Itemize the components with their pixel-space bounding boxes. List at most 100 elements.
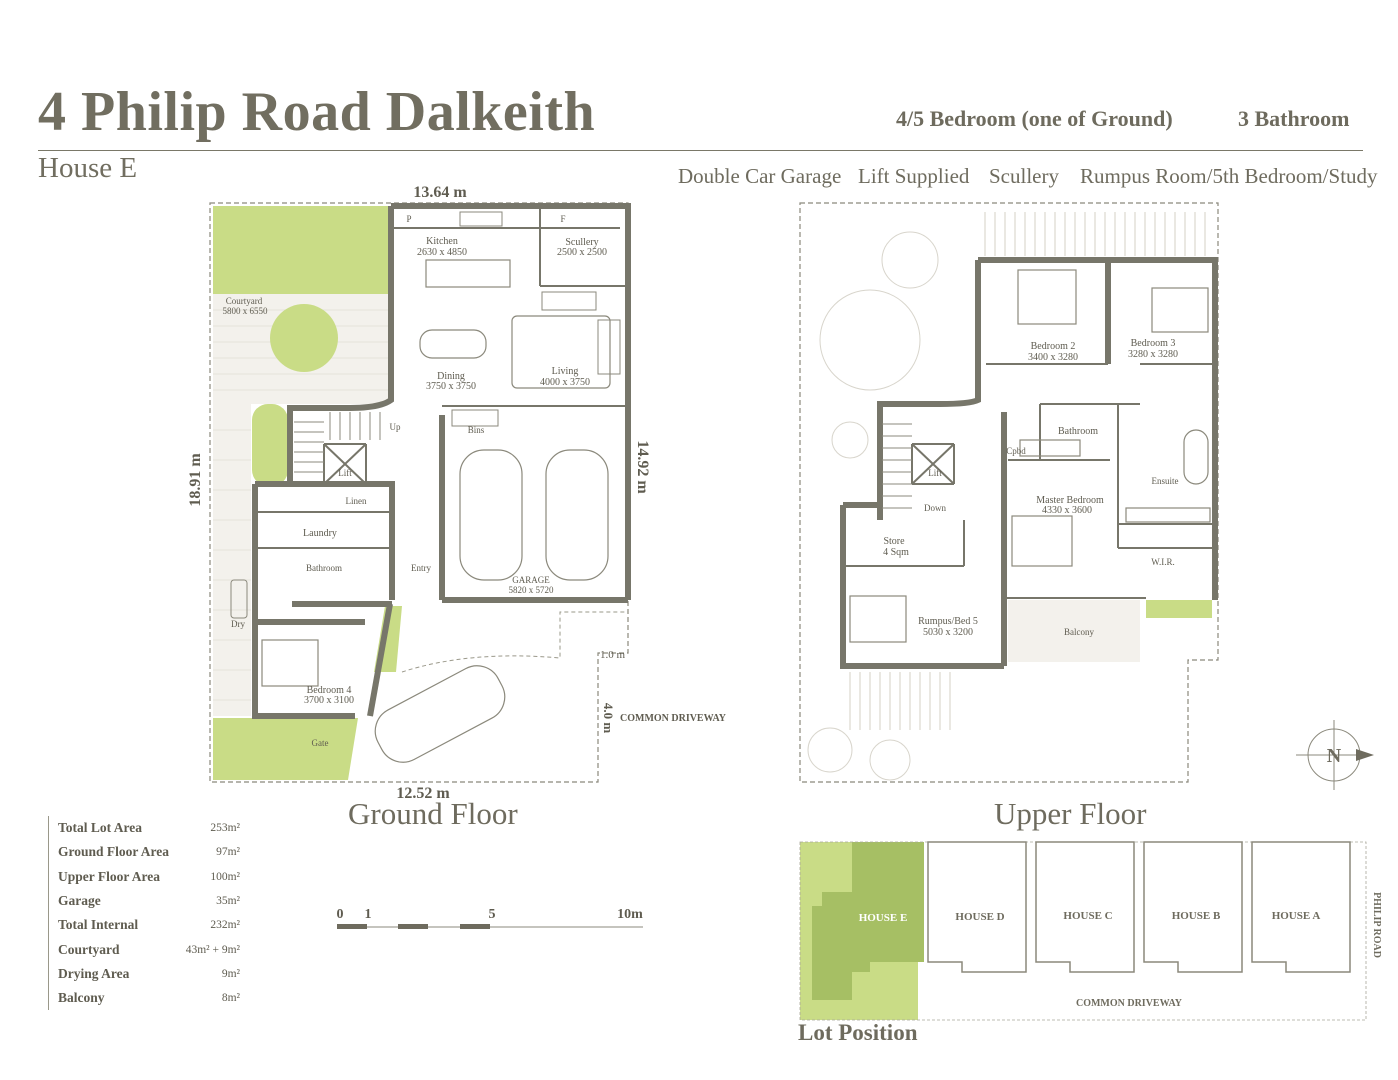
label-common-driveway: COMMON DRIVEWAY (620, 713, 727, 724)
cooktop (459, 211, 503, 227)
courtyard-garden (213, 206, 389, 294)
dim-setback-a: 1.0 m (600, 649, 626, 661)
area-value: 9m² (221, 967, 240, 980)
bedroom4-bed (261, 639, 319, 687)
area-value: 253m² (210, 822, 240, 835)
label-linen: Linen (346, 496, 367, 506)
scale-tick-1: 1 (365, 907, 372, 922)
room-bedroom4: Bedroom 4 (307, 685, 352, 696)
room-rumpus-size: 5030 x 3200 (923, 627, 973, 638)
room-scullery-size: 2500 x 2500 (557, 247, 607, 258)
scale-tick-5: 5 (489, 907, 496, 922)
label-gate: Gate (312, 738, 329, 748)
front-garden (213, 718, 358, 780)
room-bedroom3: Bedroom 3 (1131, 338, 1176, 349)
area-label: Garage (58, 893, 101, 909)
feature-garage: Double Car Garage (678, 164, 842, 188)
room-living-size: 4000 x 3750 (540, 377, 590, 388)
area-schedule: Total Lot Area 253m² Ground Floor Area 97m… (48, 816, 240, 1011)
area-label: Upper Floor Area (58, 868, 160, 884)
side-paving (213, 404, 251, 716)
ground-stairs (294, 412, 381, 473)
area-label: Ground Floor Area (58, 844, 170, 860)
room-kitchen-size: 2630 x 4850 (417, 247, 467, 258)
label-lift: Lift (338, 468, 352, 478)
dim-right: 14.92 m (634, 440, 651, 494)
room-bedroom3-size: 3280 x 3280 (1128, 349, 1178, 360)
area-value: 100m² (210, 870, 240, 883)
area-value: 232m² (210, 919, 240, 932)
label-upper-lift: Lift (928, 468, 942, 478)
dim-setback-b: 4.0 m (601, 703, 616, 734)
upper-trees (807, 231, 939, 781)
bins-box (451, 409, 499, 427)
area-label: Total Internal (58, 917, 139, 933)
area-row: Upper Floor Area 100m² (58, 865, 240, 889)
label-ensuite: Ensuite (1152, 476, 1179, 486)
lot-position-label: Lot Position (798, 1020, 918, 1045)
label-fridge: F (560, 214, 565, 224)
lot-house-a: HOUSE A (1272, 910, 1321, 922)
area-value: 8m² (221, 992, 240, 1005)
scale-tick-0: 0 (337, 907, 344, 922)
bathroom-count: 3 Bathroom (1238, 106, 1350, 131)
room-store: Store (883, 536, 905, 547)
room-bedroom2-size: 3400 x 3280 (1028, 352, 1078, 363)
area-value: 97m² (216, 846, 240, 859)
room-courtyard-size: 5800 x 6550 (223, 306, 269, 316)
label-pantry: P (406, 214, 411, 224)
scale-bar: 0 1 5 10m (337, 907, 643, 929)
north-compass-icon: N (1296, 720, 1374, 790)
label-bathroom: Bathroom (306, 563, 342, 573)
lot-footprints (927, 841, 1351, 973)
upper-furniture (849, 269, 1211, 643)
dim-left: 18.91 m (187, 453, 204, 507)
living-sofa (541, 291, 597, 311)
dim-bottom: 12.52 m (396, 785, 450, 802)
lot-house-c: HOUSE C (1063, 910, 1112, 922)
label-upper-bathroom: Bathroom (1058, 426, 1098, 437)
feature-rumpus: Rumpus Room/5th Bedroom/Study (1080, 164, 1378, 188)
ground-floor-label: Ground Floor (348, 796, 518, 831)
dining-table (419, 329, 487, 359)
upper-floor-label: Upper Floor (994, 796, 1147, 831)
feature-lift: Lift Supplied (858, 164, 970, 188)
label-down: Down (924, 503, 946, 513)
lot-house-b: HOUSE B (1172, 910, 1221, 922)
room-living: Living (552, 366, 579, 377)
courtyard-tree (270, 304, 338, 372)
house-e-footprint (812, 842, 924, 1000)
room-scullery: Scullery (565, 237, 598, 248)
lot-house-e: HOUSE E (859, 912, 908, 924)
roof-hatch (849, 212, 1206, 730)
area-row: Total Lot Area 253m² (58, 816, 240, 840)
room-garage-size: 5820 x 5720 (509, 585, 555, 595)
lot-position-map: HOUSE E HOUSE D HOUSE C HOUSE B HOUSE A … (799, 841, 1382, 1021)
area-row: Ground Floor Area 97m² (58, 840, 240, 864)
room-dining: Dining (437, 371, 465, 382)
lot-house-d: HOUSE D (955, 911, 1004, 923)
area-label: Courtyard (58, 941, 120, 957)
area-row: Courtyard 43m² + 9m² (58, 937, 240, 961)
lot-common-driveway: COMMON DRIVEWAY (1076, 998, 1183, 1009)
room-rumpus: Rumpus/Bed 5 (918, 616, 978, 627)
label-dry: Dry (231, 619, 245, 629)
small-planter (252, 404, 288, 486)
upper-stairs (882, 423, 912, 509)
area-value: 43m² + 9m² (185, 943, 240, 956)
kitchen-island (425, 259, 511, 288)
label-up: Up (390, 422, 401, 432)
living-rug (511, 315, 611, 389)
lot-philip-road: PHILIP ROAD (1371, 892, 1382, 958)
room-dining-size: 3750 x 3750 (426, 381, 476, 392)
area-label: Total Lot Area (58, 820, 143, 836)
room-kitchen: Kitchen (426, 236, 458, 247)
label-laundry: Laundry (303, 528, 337, 539)
feature-scullery: Scullery (989, 164, 1059, 188)
upper-lot-boundary (799, 202, 1219, 783)
room-master-bedroom: Master Bedroom (1036, 495, 1104, 506)
room-store-size: 4 Sqm (883, 547, 909, 558)
page-title: 4 Philip Road Dalkeith (38, 81, 596, 143)
